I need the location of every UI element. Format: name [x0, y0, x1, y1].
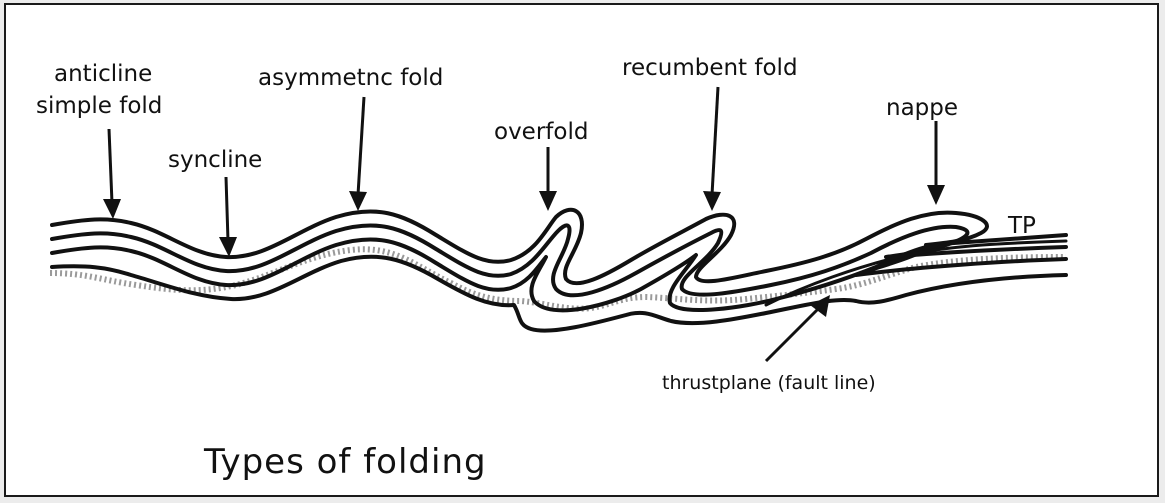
fold-strata: [50, 210, 1066, 331]
label-simple-fold: simple fold: [36, 93, 162, 119]
label-asymmetric-fold: asymmetnc fold: [258, 65, 443, 91]
label-tp: TP: [1007, 213, 1036, 239]
overfold-arrow: [539, 147, 557, 211]
layer-top: [52, 210, 1066, 283]
folding-diagram: anticline simple fold syncline asymmetnc…: [6, 5, 1157, 495]
figure-caption: Types of folding: [203, 442, 487, 482]
layer-2: [52, 225, 1066, 295]
layer-3: [52, 239, 1066, 310]
label-nappe: nappe: [886, 95, 958, 121]
figure-frame: anticline simple fold syncline asymmetnc…: [4, 3, 1159, 497]
recumbent-fold-arrow: [703, 87, 721, 211]
asymmetric-fold-arrow: [349, 97, 367, 211]
label-anticline: anticline: [54, 61, 152, 87]
label-syncline: syncline: [168, 147, 262, 173]
label-recumbent-fold: recumbent fold: [622, 55, 798, 81]
nappe-arrow: [927, 121, 945, 205]
anticline-arrow: [103, 129, 121, 219]
label-overfold: overfold: [494, 119, 588, 145]
labels: anticline simple fold syncline asymmetnc…: [36, 55, 1036, 394]
syncline-arrow: [219, 177, 237, 257]
label-thrustplane: thrustplane (fault line): [662, 372, 876, 394]
